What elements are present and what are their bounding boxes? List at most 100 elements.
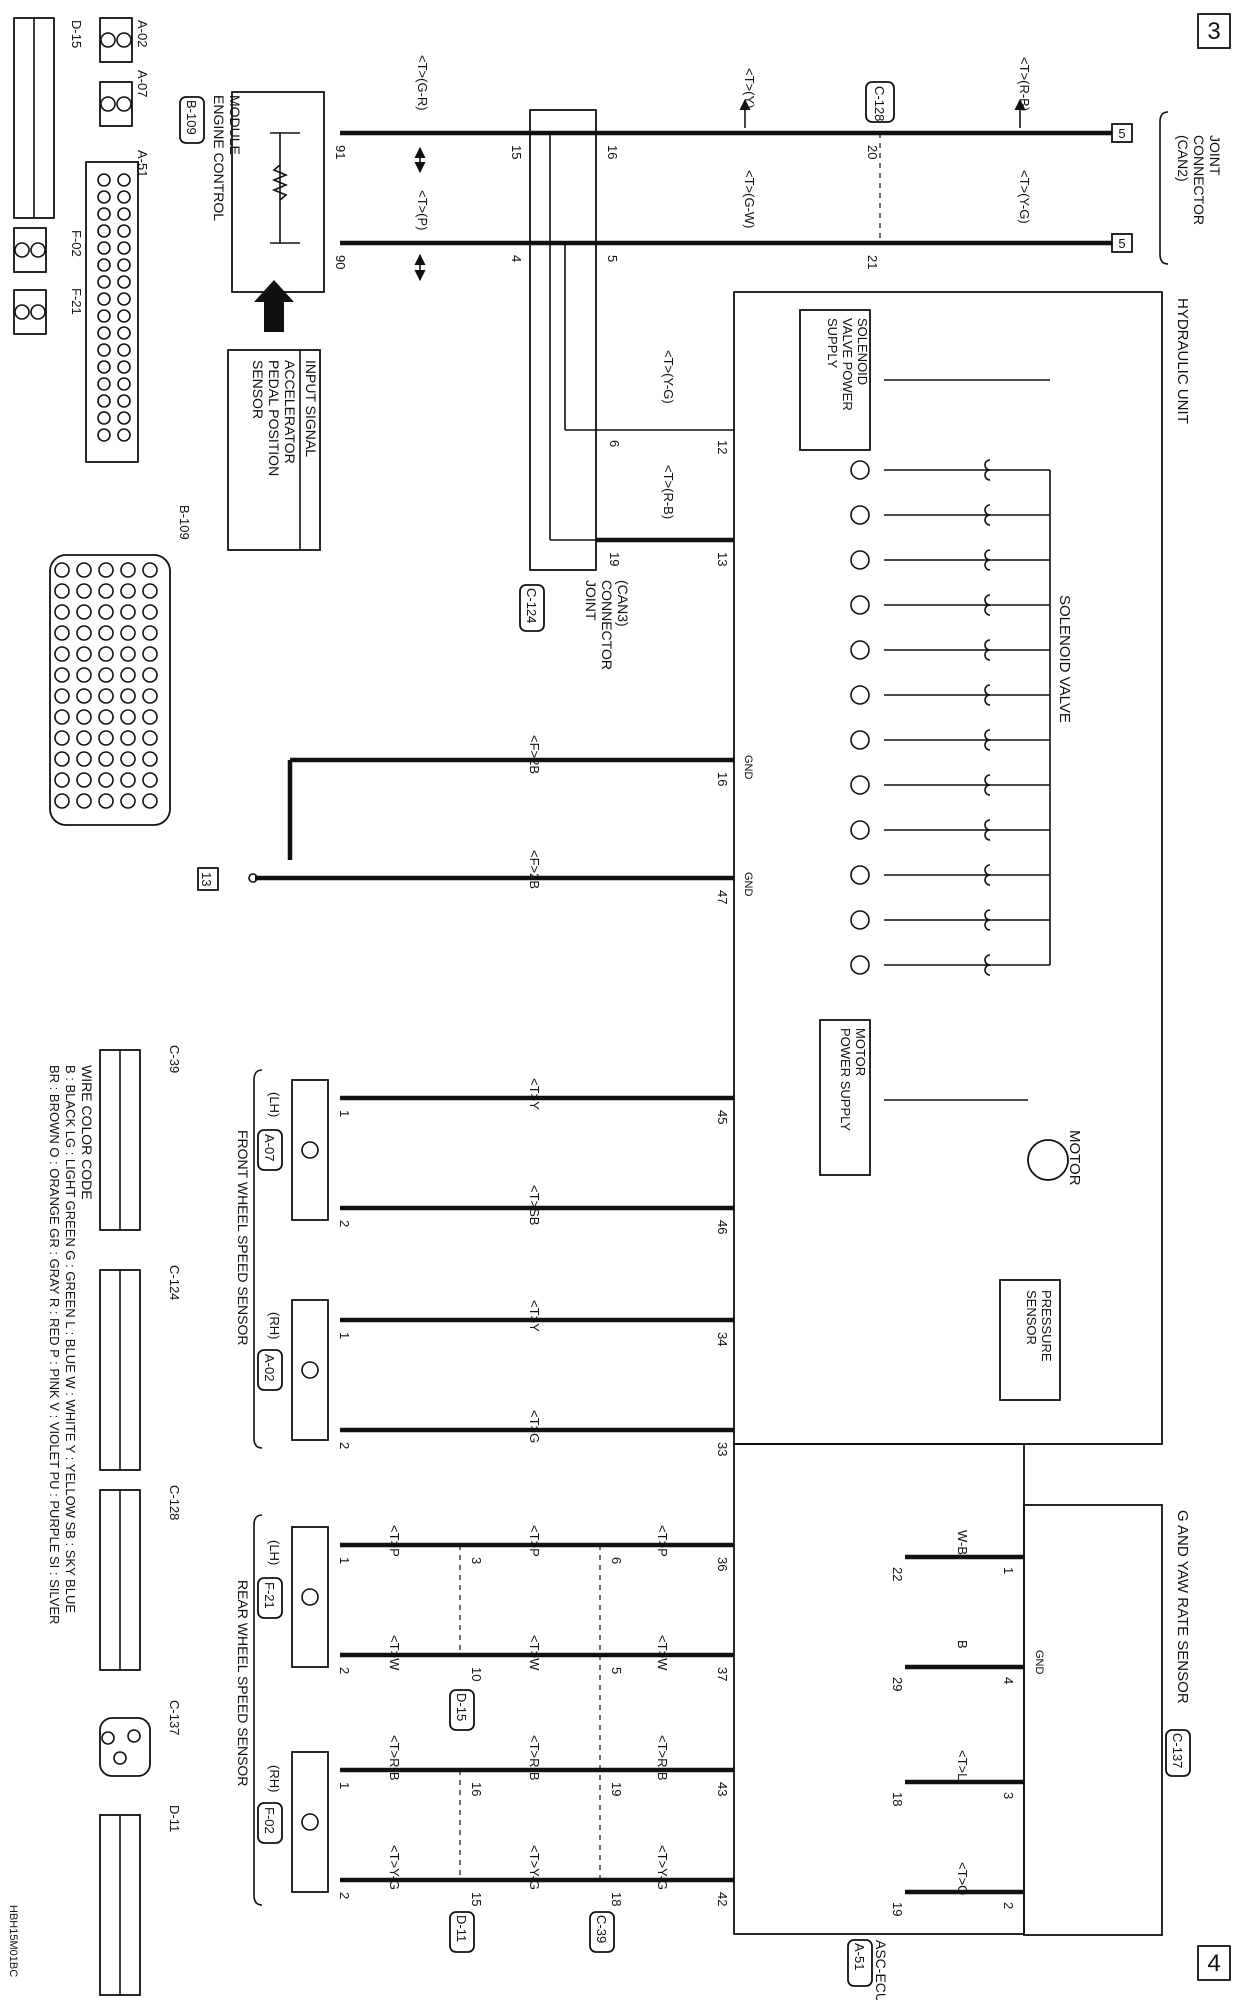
rear-wheel-speed-sensors: 36 37 43 42 6 5 19 18 3 10 16 15 D-15 D-…	[235, 1514, 734, 1953]
solenoid-transistor	[850, 775, 870, 795]
a51-face-pin	[117, 207, 131, 221]
pin-43: 43	[715, 1782, 730, 1796]
a51-face-pin	[97, 207, 111, 221]
pin-gnd-47: 47	[715, 890, 730, 904]
wire-label-rw-2: <T>W	[527, 1635, 542, 1671]
joint-connector-can3-label: JOINT CONNECTOR (CAN3)	[583, 580, 631, 670]
a51-face-pin	[117, 241, 131, 255]
d11-label-wire: D-11	[454, 1915, 469, 1942]
pin-90: 90	[333, 255, 348, 269]
b109-face-pin	[98, 709, 114, 725]
svg-text:CONNECTOR: CONNECTOR	[1191, 135, 1207, 225]
input-signal-label: INPUT SIGNAL	[303, 360, 319, 457]
wire-label-ryg-3: <T>Y-G	[387, 1845, 402, 1890]
d15-face-label: D-15	[69, 20, 84, 48]
a51-face-pin	[97, 275, 111, 289]
pin-13: 13	[715, 552, 730, 566]
b109-face-pin	[54, 709, 70, 725]
svg-text:JOINT: JOINT	[583, 580, 599, 621]
b109-face-pin	[120, 709, 136, 725]
solenoid-transistor	[850, 640, 870, 660]
hydraulic-unit-box	[733, 291, 1163, 1445]
front-lh-pin-2: 2	[337, 1220, 352, 1227]
pin-4: 4	[509, 255, 524, 262]
a07-label-front: A-07	[262, 1134, 277, 1161]
pin-16: 16	[605, 145, 620, 159]
a02-face-label: A-02	[135, 20, 150, 47]
page-number-left: 3	[1207, 18, 1220, 45]
c39-label-wire: C-39	[594, 1915, 609, 1943]
page-number-right: 4	[1207, 1950, 1220, 1977]
pin-37: 37	[715, 1667, 730, 1681]
ecm-internal-wiring	[270, 132, 300, 244]
legend-row-2: BR : BROWN O : ORANGE GR : GRAY R : RED …	[47, 1065, 62, 1624]
c39-face-label: C-39	[167, 1045, 182, 1073]
rear-rh-pin-2: 2	[337, 1892, 352, 1899]
solenoid-coil	[984, 504, 991, 526]
c39-pin-6: 6	[609, 1557, 624, 1564]
a02-badge-front	[257, 1349, 283, 1391]
b109-face-pin	[98, 751, 114, 767]
rear-lh-pin-1: 1	[337, 1557, 352, 1564]
pin-22: 22	[890, 1567, 905, 1581]
solenoid-transistor	[850, 910, 870, 930]
a07-face-pin-1	[100, 96, 116, 112]
accel-sensor-box	[227, 349, 321, 551]
g-pin-3: 3	[1001, 1792, 1016, 1799]
ground-point-box	[197, 867, 219, 891]
solenoid-transistor	[850, 505, 870, 525]
svg-text:JOINT: JOINT	[1207, 135, 1223, 176]
b109-face-pin	[142, 730, 158, 746]
c137-face-label: C-137	[167, 1700, 182, 1735]
a51-label: A-51	[852, 1943, 867, 1970]
pin-29: 29	[890, 1677, 905, 1691]
d15-badge	[449, 1689, 475, 1731]
a51-face-pin	[117, 428, 131, 442]
c137-badge	[1165, 1729, 1191, 1777]
a51-badge	[847, 1939, 873, 1987]
a51-face-pin	[97, 326, 111, 340]
solenoid-coil	[984, 594, 991, 616]
a51-face-pin	[97, 428, 111, 442]
solenoid-transistor	[850, 955, 870, 975]
f21-face-pin-1	[14, 304, 30, 320]
motor-power-label: MOTOR POWER SUPPLY	[838, 1028, 868, 1131]
reference-code: HBH15M01BC	[7, 1905, 19, 1977]
b109-face-pin	[76, 709, 92, 725]
solenoid-coil	[984, 729, 991, 751]
g-pin-1: 1	[1001, 1567, 1016, 1574]
svg-text:VALVE POWER: VALVE POWER	[840, 318, 855, 411]
rear-wss-label: REAR WHEEL SPEED SENSOR	[235, 1580, 251, 1786]
g-pin-4: 4	[1001, 1677, 1016, 1684]
svg-text:SUPPLY: SUPPLY	[825, 318, 840, 369]
a51-face-pin	[117, 173, 131, 187]
pin-5: 5	[605, 255, 620, 262]
solenoid-coil	[984, 639, 991, 661]
svg-text:PRESSURE: PRESSURE	[1039, 1290, 1054, 1362]
ground-terminal	[248, 873, 258, 883]
b109-face-pin	[54, 688, 70, 704]
a07-badge-front	[257, 1129, 283, 1171]
c39-badge	[589, 1911, 615, 1953]
f02-label-rear: F-02	[262, 1807, 277, 1834]
a51-face-pin	[97, 258, 111, 272]
b109-face-pin	[98, 688, 114, 704]
wire-label-f-y-2: <T>Y	[527, 1300, 542, 1332]
pin-12: 12	[715, 440, 730, 454]
ground-point-label: 13	[199, 872, 214, 886]
g-yaw-rate-sensor: G AND YAW RATE SENSOR C-137 W-B B <T>L <…	[890, 1504, 1191, 1936]
d11-badge	[449, 1911, 475, 1953]
wire-label-can-y: <T>(Y)	[742, 68, 757, 108]
f02-face-label: F-02	[69, 230, 84, 257]
svg-text:SENSOR: SENSOR	[250, 360, 266, 419]
a02-face-pin-2	[116, 32, 132, 48]
b109-face-pin	[120, 751, 136, 767]
b109-face-pin	[98, 583, 114, 599]
svg-text:MODULE: MODULE	[227, 95, 243, 155]
svg-text:ENGINE CONTROL: ENGINE CONTROL	[211, 95, 227, 221]
rear-rh-sensor-box	[291, 1751, 329, 1893]
input-arrow-head	[254, 280, 294, 302]
b109-label: B-109	[184, 100, 199, 135]
svg-text:(CAN3): (CAN3)	[615, 580, 631, 627]
a51-face-pin	[117, 258, 131, 272]
